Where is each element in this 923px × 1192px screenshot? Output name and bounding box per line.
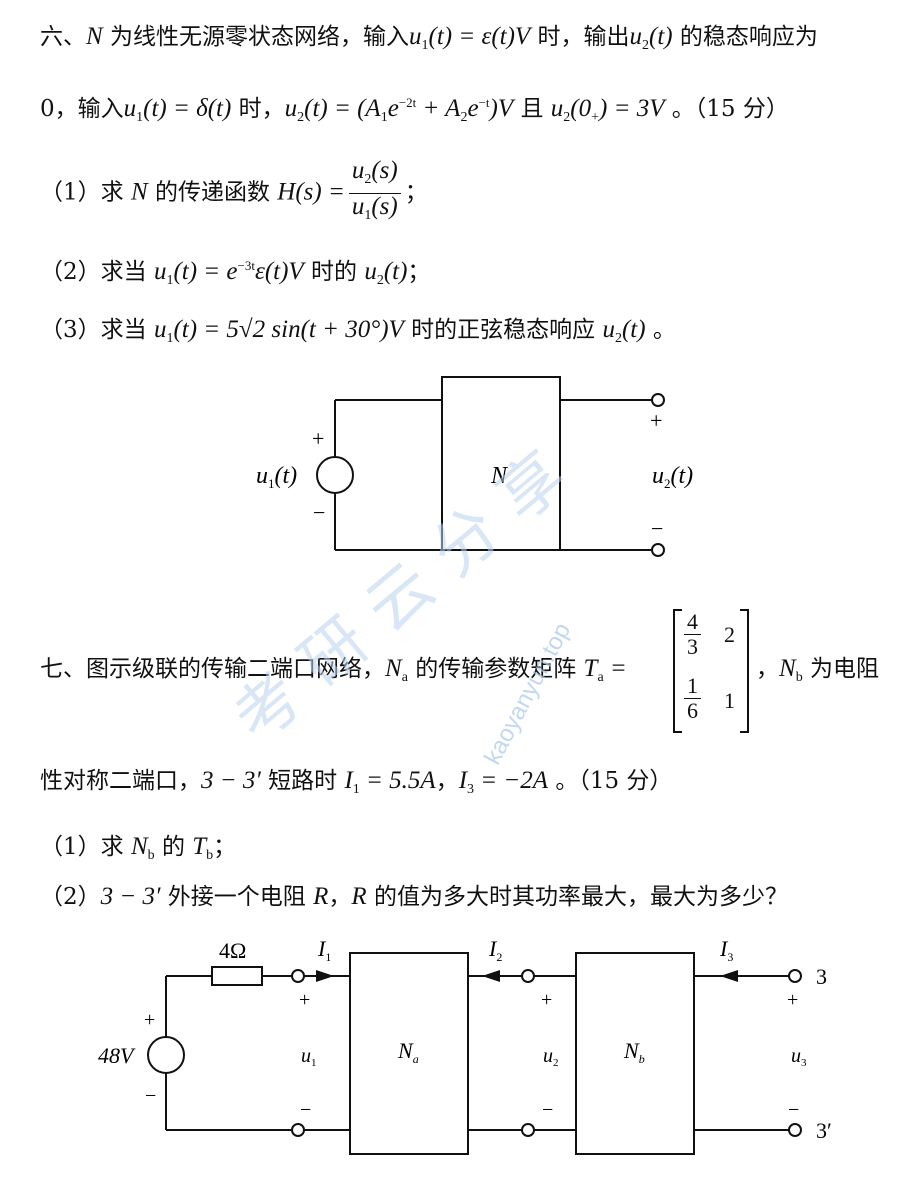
u1-minus: − <box>300 1099 311 1121</box>
u3-plus: + <box>787 989 798 1011</box>
source-plus: + <box>312 426 324 451</box>
transfer-function-fraction: u2(s)u1(s) <box>348 158 401 229</box>
current-i3-label: I3 <box>719 936 733 964</box>
network-label: N <box>490 463 509 489</box>
nb-label: Nb <box>623 1038 645 1066</box>
q6-line1: 六、N 为线性无源零状态网络，输入u1(t) = ε(t)V 时，输出u2(t)… <box>40 23 818 53</box>
port-3prime-label: 3′ <box>816 1118 832 1143</box>
u2-plus: + <box>541 989 552 1011</box>
terminal-bottom-right <box>651 543 665 557</box>
u1-label: u1 <box>301 1045 317 1069</box>
arrow-i2-icon <box>482 970 500 982</box>
watermark-url: kaoyanyun.top <box>479 618 577 770</box>
u1-plus: + <box>299 989 310 1011</box>
q6-part3: （3）求当 u1(t) = 5√2 sin(t + 30°)V 时的正弦稳态响应… <box>40 316 676 346</box>
q7-part2: （2）3 − 3′ 外接一个电阻 R，R 的值为多大时其功率最大，最大为多少？ <box>40 883 788 910</box>
terminal-top-right <box>651 393 665 407</box>
resistor-4ohm <box>211 966 263 986</box>
arrow-i3-icon <box>720 970 738 982</box>
source-label: u1(t) <box>256 463 297 491</box>
source-minus: − <box>313 500 325 525</box>
q6-part2: （2）求当 u1(t) = e−3tε(t)V 时的 u2(t)； <box>40 258 431 288</box>
output-plus: + <box>650 408 662 433</box>
network-box-nb <box>575 952 695 1155</box>
voltage-source-icon <box>316 456 354 494</box>
source-plus: + <box>144 1009 155 1031</box>
resistor-label: 4Ω <box>219 938 246 963</box>
network-box-n <box>441 376 561 551</box>
q6-line2: 0，输入u1(t) = δ(t) 时，u2(t) = (A1e−2t + A2e… <box>40 95 789 125</box>
current-i2-label: I2 <box>488 936 502 964</box>
output-minus: − <box>651 516 663 541</box>
u2-label: u2 <box>543 1045 559 1069</box>
voltage-source-48v-icon <box>147 1036 185 1074</box>
q6-part1: （1）求 N 的传递函数 H(s) =u2(s)u1(s)； <box>40 158 428 229</box>
output-label: u2(t) <box>652 463 693 491</box>
q7-part1: （1）求 Nb 的 Tb； <box>40 833 237 863</box>
u3-minus: − <box>788 1099 799 1121</box>
q7-line1: 七、图示级联的传输二端口网络，Na 的传输参数矩阵 Ta = <box>40 655 627 685</box>
u3-label: u3 <box>791 1045 807 1069</box>
transmission-matrix: 4 3 2 1 6 1 <box>672 608 752 734</box>
port-3-label: 3 <box>816 964 827 989</box>
source-minus: − <box>145 1085 156 1107</box>
current-i1-label: I1 <box>317 936 331 964</box>
arrow-i1-icon <box>316 970 334 982</box>
network-box-na <box>349 952 469 1155</box>
q6-circuit-diagram: + − u1(t) N + − u2(t) <box>256 376 693 557</box>
q7-line2: 性对称二端口，3 − 3′ 短路时 I1 = 5.5A，I3 = −2A 。（1… <box>40 767 673 797</box>
na-label: Na <box>397 1038 419 1066</box>
u2-minus: − <box>542 1099 553 1121</box>
q7-cascade-circuit-diagram: 4Ω 48V + − I1 I2 I3 + − u1 Na + − u2 Nb … <box>98 936 832 1155</box>
q7-line1-tail: ，Nb 为电阻 <box>756 655 879 685</box>
source-label-48v: 48V <box>98 1043 136 1068</box>
